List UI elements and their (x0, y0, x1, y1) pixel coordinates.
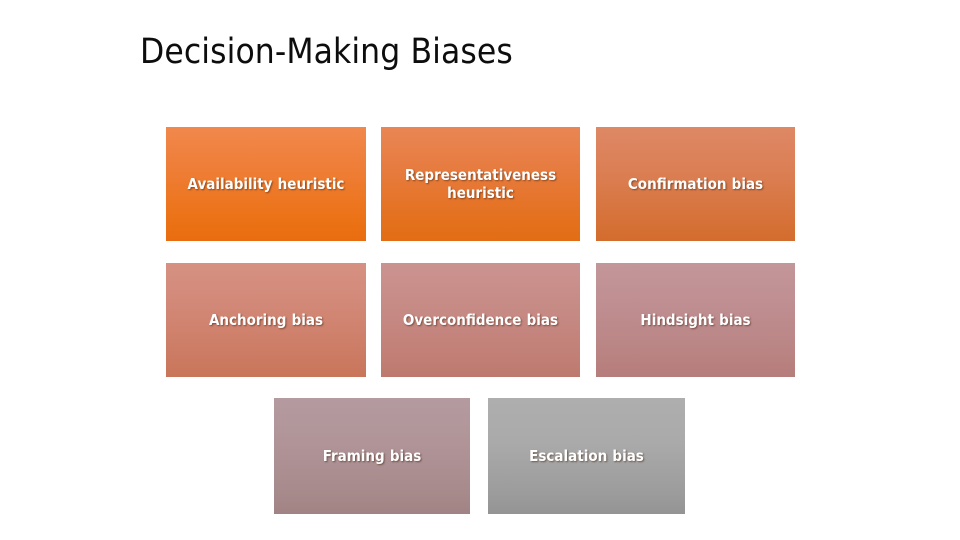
tile-label: Representativeness heuristic (404, 165, 557, 202)
page-title: Decision-Making Biases (140, 32, 513, 72)
tile-overconfidence-bias[interactable]: Overconfidence bias (381, 263, 580, 377)
tile-escalation-bias[interactable]: Escalation bias (488, 398, 685, 514)
tile-label: Availability heuristic (187, 174, 345, 193)
tile-label: Anchoring bias (208, 310, 324, 329)
tile-confirmation-bias[interactable]: Confirmation bias (596, 127, 795, 241)
tile-availability-heuristic[interactable]: Availability heuristic (166, 127, 366, 241)
tile-hindsight-bias[interactable]: Hindsight bias (596, 263, 795, 377)
tile-label: Confirmation bias (627, 174, 764, 193)
tile-representativeness-heuristic[interactable]: Representativeness heuristic (381, 127, 580, 241)
tile-label: Hindsight bias (640, 310, 751, 329)
tile-framing-bias[interactable]: Framing bias (274, 398, 470, 514)
tile-label: Escalation bias (529, 446, 644, 465)
tile-anchoring-bias[interactable]: Anchoring bias (166, 263, 366, 377)
tile-label: Overconfidence bias (402, 310, 559, 329)
tile-label: Framing bias (322, 446, 422, 465)
